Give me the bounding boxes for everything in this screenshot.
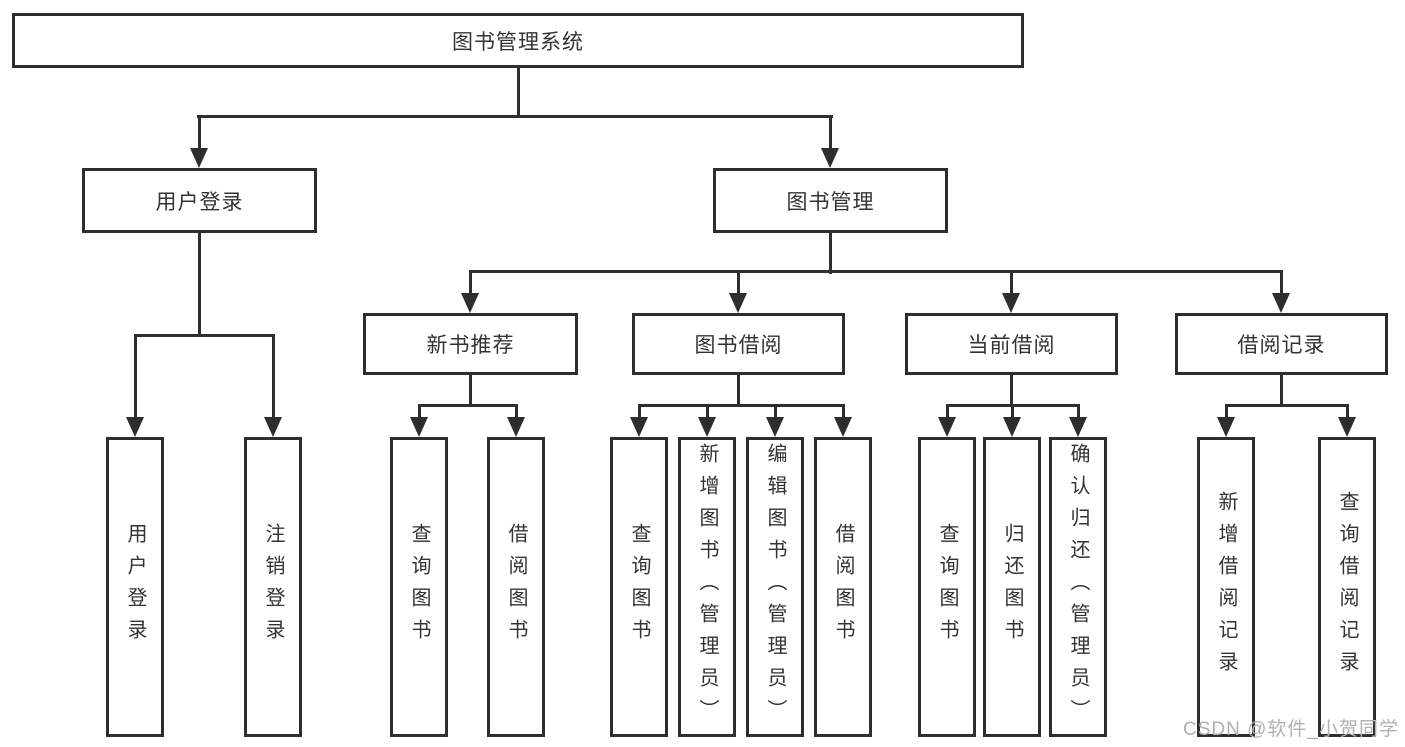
node-borrow-records: 借阅记录 [1175, 313, 1388, 375]
leaf-borrow-add-book-admin-label: 新增图书（管理员） [696, 443, 718, 731]
arrowhead-down [190, 148, 208, 168]
leaf-records-query-record-label: 查询借阅记录 [1336, 491, 1358, 683]
arrowhead-down [1338, 417, 1356, 437]
leaf-logout-label: 注销登录 [262, 523, 284, 651]
arrowhead-down [507, 417, 525, 437]
connector-line [842, 404, 845, 420]
connector-line [418, 404, 421, 420]
leaf-user-login: 用户登录 [106, 437, 164, 737]
connector-line [1010, 375, 1013, 406]
arrowhead-down [1003, 417, 1021, 437]
arrowhead-down [1217, 417, 1235, 437]
leaf-records-query-record: 查询借阅记录 [1318, 437, 1376, 737]
arrowhead-down [1069, 417, 1087, 437]
connector-line [1225, 404, 1228, 420]
connector-line [198, 115, 201, 153]
leaf-current-return-book-label: 归还图书 [1001, 523, 1023, 651]
connector-line [419, 404, 518, 407]
leaf-borrow-query-book-label: 查询图书 [628, 523, 650, 651]
node-book-borrow-label: 图书借阅 [694, 334, 783, 357]
leaf-borrow-edit-book-admin-label: 编辑图书（管理员） [764, 443, 786, 731]
arrowhead-down [264, 417, 282, 437]
leaf-records-add-record-label: 新增借阅记录 [1215, 491, 1237, 683]
connector-line [134, 334, 137, 420]
connector-line [829, 115, 832, 153]
connector-line [829, 233, 832, 274]
leaf-logout: 注销登录 [244, 437, 302, 737]
arrowhead-down [126, 417, 144, 437]
arrowhead-down [410, 417, 428, 437]
leaf-recommend-query-book: 查询图书 [390, 437, 448, 737]
arrowhead-down [630, 417, 648, 437]
leaf-user-login-label: 用户登录 [124, 523, 146, 651]
leaf-current-query-book-label: 查询图书 [936, 523, 958, 651]
node-new-book-recommend: 新书推荐 [363, 313, 578, 375]
arrowhead-down [461, 293, 479, 313]
connector-line [198, 233, 201, 337]
csdn-watermark: CSDN @软件_小贺同学 [1183, 719, 1399, 740]
leaf-borrow-borrow-book-label: 借阅图书 [832, 523, 854, 651]
leaf-recommend-borrow-book-label: 借阅图书 [505, 523, 527, 651]
node-current-borrow-label: 当前借阅 [967, 334, 1056, 357]
connector-line [638, 404, 641, 420]
connector-line [469, 375, 472, 406]
node-root: 图书管理系统 [12, 13, 1024, 68]
connector-line [737, 270, 740, 298]
leaf-current-return-book: 归还图书 [983, 437, 1041, 737]
connector-line [469, 270, 472, 298]
leaf-current-query-book: 查询图书 [918, 437, 976, 737]
connector-line [639, 404, 845, 407]
leaf-records-add-record: 新增借阅记录 [1197, 437, 1255, 737]
arrowhead-down [698, 417, 716, 437]
node-root-label: 图书管理系统 [452, 30, 584, 54]
node-user-login-label: 用户登录 [155, 190, 244, 214]
connector-line [1226, 404, 1349, 407]
connector-line [272, 334, 275, 420]
arrowhead-down [821, 148, 839, 168]
connector-line [774, 404, 777, 420]
node-book-borrow: 图书借阅 [632, 313, 845, 375]
leaf-borrow-query-book: 查询图书 [610, 437, 668, 737]
leaf-borrow-add-book-admin: 新增图书（管理员） [678, 437, 736, 737]
leaf-recommend-query-book-label: 查询图书 [408, 523, 430, 651]
connector-line [706, 404, 709, 420]
node-borrow-records-label: 借阅记录 [1237, 334, 1326, 357]
arrowhead-down [1002, 293, 1020, 313]
connector-line [1280, 375, 1283, 406]
connector-line [1010, 270, 1013, 298]
connector-line [1077, 404, 1080, 420]
connector-line [737, 375, 740, 406]
node-current-borrow: 当前借阅 [905, 313, 1118, 375]
leaf-current-confirm-return-admin: 确认归还（管理员） [1049, 437, 1107, 737]
connector-line [470, 270, 1283, 273]
node-new-book-recommend-label: 新书推荐 [426, 334, 515, 357]
leaf-current-confirm-return-admin-label: 确认归还（管理员） [1067, 443, 1089, 731]
connector-line [1011, 404, 1014, 420]
node-user-login: 用户登录 [82, 168, 317, 233]
arrowhead-down [938, 417, 956, 437]
arrowhead-down [729, 293, 747, 313]
arrowhead-down [766, 417, 784, 437]
leaf-borrow-borrow-book: 借阅图书 [814, 437, 872, 737]
leaf-recommend-borrow-book: 借阅图书 [487, 437, 545, 737]
arrowhead-down [1272, 293, 1290, 313]
leaf-borrow-edit-book-admin: 编辑图书（管理员） [746, 437, 804, 737]
connector-line [134, 334, 275, 337]
node-book-mgmt: 图书管理 [713, 168, 948, 233]
connector-line [515, 404, 518, 420]
connector-line [517, 66, 520, 118]
connector-line [1280, 270, 1283, 298]
connector-line [1346, 404, 1349, 420]
connector-line [946, 404, 949, 420]
connector-line [197, 115, 833, 118]
node-book-mgmt-label: 图书管理 [786, 190, 875, 214]
arrowhead-down [834, 417, 852, 437]
